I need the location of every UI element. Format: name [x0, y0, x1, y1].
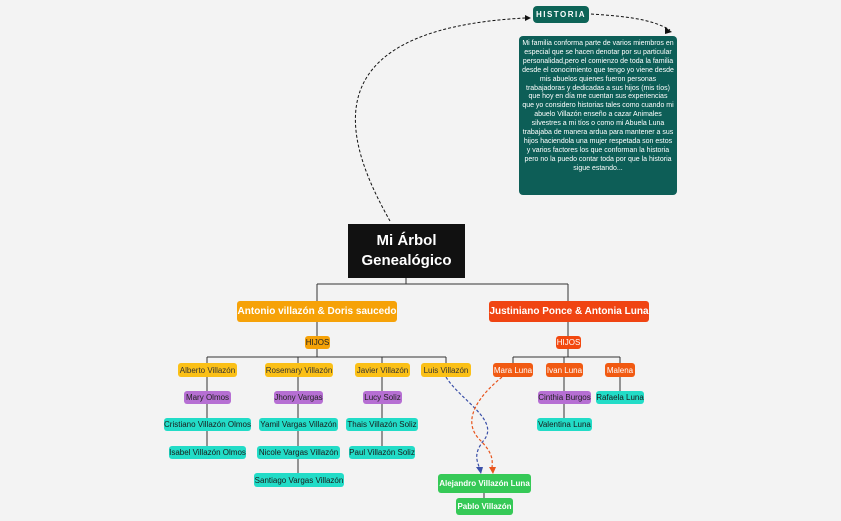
couple-left[interactable]: Antonio villazón & Doris saucedo — [237, 301, 397, 322]
hijos-left[interactable]: HIJOS — [305, 336, 330, 349]
grandchild-valentina[interactable]: Valentina Luna — [537, 418, 592, 431]
root-title-line1: Mi Árbol — [376, 232, 437, 249]
child-alberto[interactable]: Alberto Villazón — [178, 363, 237, 377]
historia-link-text — [590, 13, 671, 31]
root-topic[interactable]: Mi Árbol Genealógico — [348, 224, 465, 278]
historia-note: Mi familia conforma parte de varios miem… — [519, 36, 677, 195]
relation-line-luis — [445, 376, 489, 471]
spouse-lucy[interactable]: Lucy Soliz — [363, 391, 402, 404]
relation-line-mara — [471, 376, 503, 471]
grandchild-isabel[interactable]: Isabel Villazón Olmos — [169, 446, 246, 459]
child-ivan[interactable]: Ivan Luna — [546, 363, 583, 377]
historia-text: Mi familia conforma parte de varios miem… — [522, 40, 674, 172]
child-luis[interactable]: Luis Villazón — [421, 363, 471, 377]
union-grandchild-pablo[interactable]: Pablo Villazón — [456, 498, 513, 515]
arrow-head — [665, 27, 672, 34]
historia-topic[interactable]: HISTORIA — [533, 6, 589, 23]
historia-link-root — [354, 17, 526, 222]
couple-right[interactable]: Justiniano Ponce & Antonia Luna — [489, 301, 649, 322]
child-mara[interactable]: Mara Luna — [493, 363, 533, 377]
grandchild-cristiano[interactable]: Cristiano Villazón Olmos — [164, 418, 251, 431]
grandchild-nicole[interactable]: Nicole Vargas Villazón — [257, 446, 340, 459]
spouse-cinthia[interactable]: Cinthia Burgos — [538, 391, 591, 404]
arrow-head — [525, 15, 531, 21]
child-rosemary[interactable]: Rosemary Villazón — [265, 363, 333, 377]
spouse-rafaela[interactable]: Rafaela Luna — [596, 391, 644, 404]
child-javier[interactable]: Javier Villazón — [355, 363, 410, 377]
child-malena[interactable]: Malena — [605, 363, 635, 377]
grandchild-santiago[interactable]: Santiago Vargas Villazón — [254, 473, 344, 487]
grandchild-yamil[interactable]: Yamil Vargas Villazón — [259, 418, 338, 431]
union-child-alejandro[interactable]: Alejandro Villazón Luna — [438, 474, 531, 493]
hijos-right[interactable]: HIJOS — [556, 336, 581, 349]
grandchild-paul[interactable]: Paul Villazón Soliz — [349, 446, 415, 459]
grandchild-thais[interactable]: Thais Villazón Soliz — [346, 418, 418, 431]
root-title-line2: Genealógico — [361, 252, 452, 269]
spouse-jhony[interactable]: Jhony Vargas — [274, 391, 323, 404]
spouse-mary[interactable]: Mary Olmos — [184, 391, 231, 404]
